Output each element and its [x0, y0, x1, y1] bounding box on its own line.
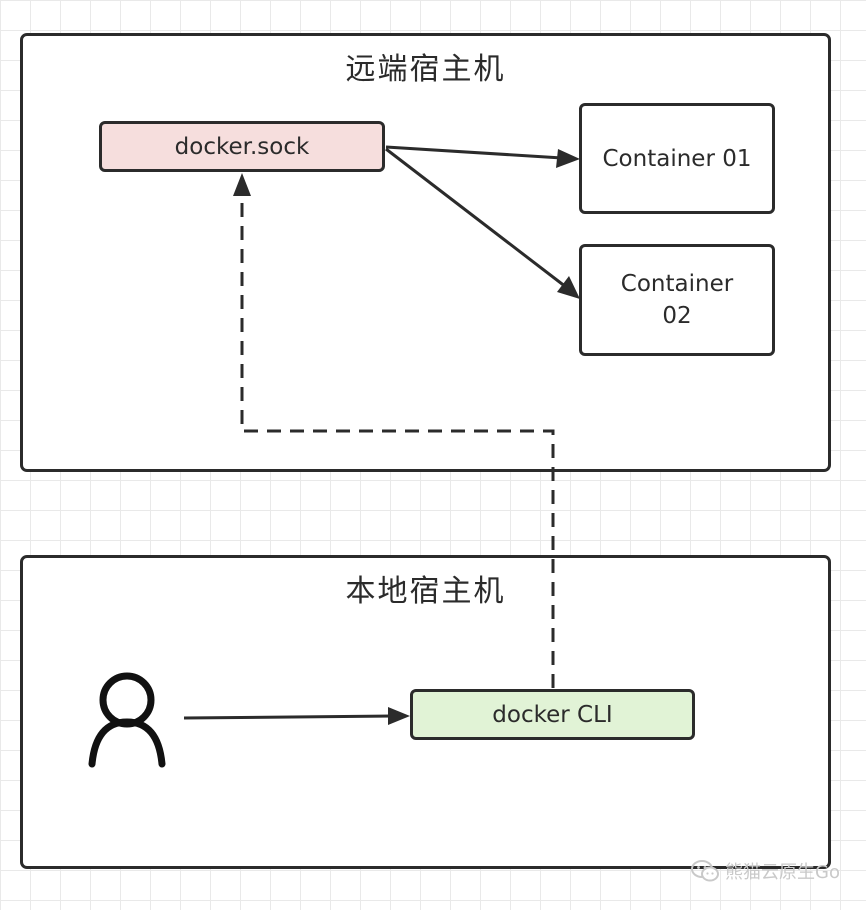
wechat-icon	[691, 860, 720, 882]
watermark-text: 熊猫云原生Go	[725, 862, 840, 883]
remote-host-title: 远端宿主机	[345, 52, 506, 87]
watermark: 熊猫云原生Go	[691, 858, 840, 884]
local-host-title: 本地宿主机	[345, 574, 506, 609]
docker-sock-node[interactable]: docker.sock	[99, 121, 385, 172]
docker-cli-node[interactable]: docker CLI	[410, 689, 695, 740]
container-02-node[interactable]: Container 02	[579, 244, 775, 356]
container-01-node[interactable]: Container 01	[579, 103, 775, 214]
